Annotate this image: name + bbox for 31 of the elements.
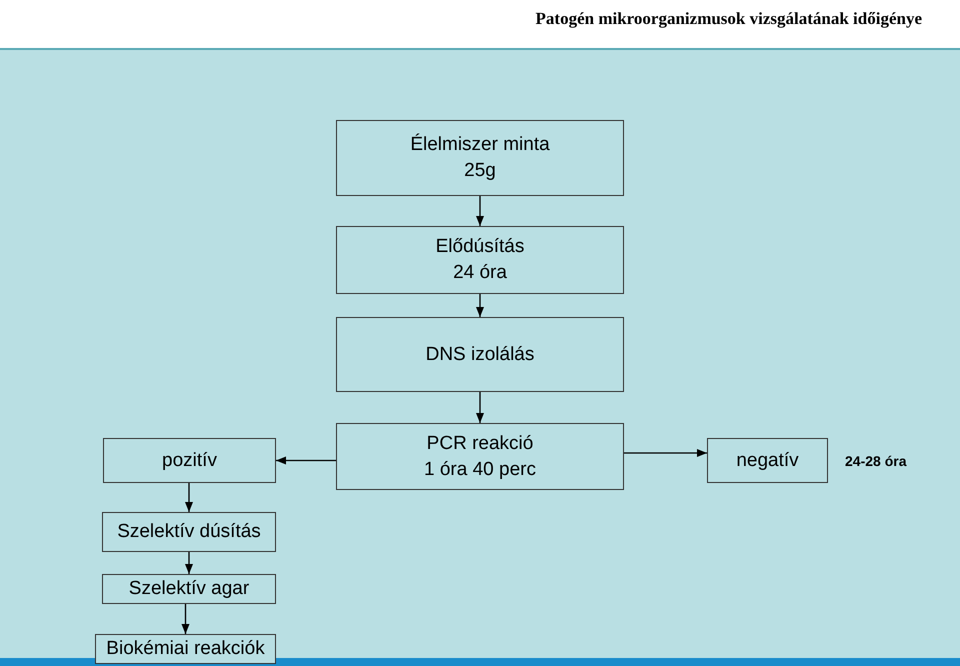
box-text: DNS izolálás bbox=[426, 342, 534, 366]
box-text: Élelmiszer minta bbox=[410, 132, 550, 157]
process-box bbox=[102, 574, 276, 604]
title: Patogén mikroorganizmusok vizsgálatának időigénye bbox=[536, 8, 922, 30]
process-box bbox=[336, 226, 624, 294]
box-text: Biokémiai reakciók bbox=[106, 637, 265, 661]
process-box bbox=[102, 512, 276, 552]
box-text: 1 óra 40 perc bbox=[424, 458, 536, 482]
process-box bbox=[336, 423, 624, 490]
process-box bbox=[336, 120, 624, 196]
duration-label: 24-28 óra bbox=[845, 452, 906, 471]
arrow bbox=[185, 483, 193, 512]
process-box bbox=[707, 438, 828, 483]
process-box bbox=[103, 438, 276, 483]
process-box bbox=[95, 634, 276, 664]
box-text: Szelektív dúsítás bbox=[117, 520, 261, 544]
arrow bbox=[476, 392, 484, 423]
box-text: 24 óra bbox=[453, 261, 507, 285]
arrow bbox=[476, 196, 484, 226]
box-text: negatív bbox=[736, 448, 799, 472]
box-text: PCR reakció bbox=[426, 432, 534, 456]
box-text: Elődúsítás bbox=[436, 235, 524, 259]
arrow bbox=[624, 449, 707, 457]
arrow bbox=[276, 456, 336, 464]
arrow bbox=[185, 552, 193, 574]
box-text: pozitív bbox=[162, 448, 217, 472]
arrow bbox=[476, 294, 484, 317]
arrow bbox=[182, 604, 190, 634]
box-text: Szelektív agar bbox=[128, 577, 250, 601]
box-text: 25g bbox=[464, 159, 496, 183]
process-box bbox=[336, 317, 624, 392]
